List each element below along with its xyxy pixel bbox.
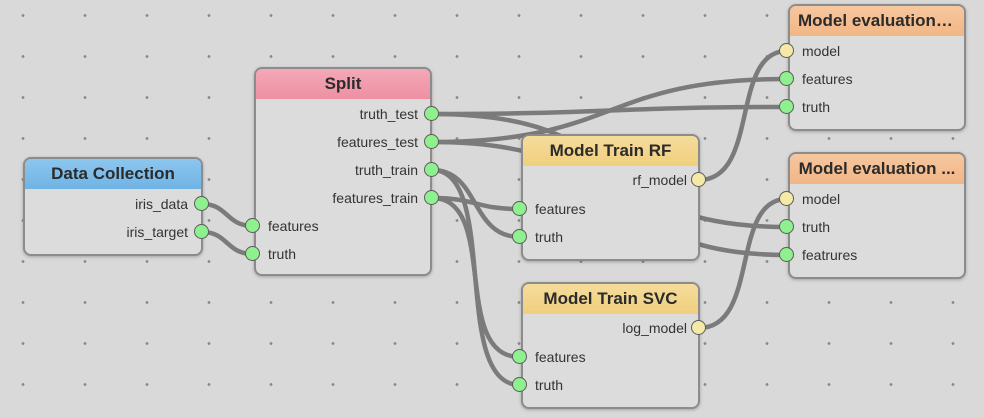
input-port-eval-rf-truth[interactable] [779,99,794,114]
input-port-split-truth[interactable] [245,246,260,261]
output-label-features-test: features_test [337,134,418,150]
node-title-model-evaluation-svc: Model evaluation ... [790,154,964,184]
wire-features-test-to-eval-rf-features[interactable] [429,76,790,145]
input-port-eval-svc-model[interactable] [779,191,794,206]
input-label-eval-svc-truth: truth [802,219,831,235]
node-model-train-svc[interactable]: Model Train SVC [521,282,700,409]
node-model-evaluation-rf[interactable]: Model evaluation RF [788,4,966,131]
output-port-features-train[interactable] [424,190,439,205]
output-port-iris-data[interactable] [194,196,209,211]
input-port-eval-rf-features[interactable] [779,71,794,86]
input-port-eval-svc-featrures[interactable] [779,247,794,262]
input-label-split-features: features [268,218,319,234]
input-port-eval-rf-model[interactable] [779,43,794,58]
node-title-split: Split [256,69,430,99]
input-label-eval-svc-featrures: featrures [802,247,858,263]
input-port-svc-features[interactable] [512,349,527,364]
node-title-model-evaluation-rf: Model evaluation RF [790,6,964,36]
input-label-rf-truth: truth [535,229,564,245]
output-port-truth-test[interactable] [424,106,439,121]
input-port-eval-svc-truth[interactable] [779,219,794,234]
wire-rf-model-to-eval-rf-model[interactable] [696,48,790,183]
output-label-iris-data: iris_data [135,196,188,212]
node-model-train-rf[interactable]: Model Train RF [521,134,700,261]
input-label-eval-rf-truth: truth [802,99,831,115]
input-label-eval-svc-model: model [802,191,841,207]
node-title-data-collection: Data Collection [25,159,201,189]
input-label-eval-rf-features: features [802,71,853,87]
node-data-collection[interactable]: Data Collection [23,157,203,256]
input-label-svc-features: features [535,349,586,365]
node-model-evaluation-svc[interactable]: Model evaluation ... [788,152,966,279]
wire-log-model-to-eval-svc-model[interactable] [696,196,790,331]
node-title-model-train-svc: Model Train SVC [523,284,698,314]
output-port-log-model[interactable] [691,320,706,335]
input-port-rf-truth[interactable] [512,229,527,244]
output-port-iris-target[interactable] [194,224,209,239]
output-port-truth-train[interactable] [424,162,439,177]
node-title-model-train-rf: Model Train RF [523,136,698,166]
output-port-features-test[interactable] [424,134,439,149]
output-label-truth-train: truth_train [354,162,418,178]
output-port-rf-model[interactable] [691,172,706,187]
output-label-features-train: features_train [332,190,418,206]
input-port-rf-features[interactable] [512,201,527,216]
output-label-truth-test: truth_test [359,106,418,122]
wire-features-train-to-svc-features[interactable] [429,195,523,360]
output-label-iris-target: iris_target [126,224,188,240]
input-label-split-truth: truth [268,246,297,262]
input-port-split-features[interactable] [245,218,260,233]
output-label-log-model: log_model [622,320,687,336]
input-label-svc-truth: truth [535,377,564,393]
input-label-rf-features: features [535,201,586,217]
input-label-eval-rf-model: model [802,43,841,59]
output-label-rf-model: rf_model [632,172,687,188]
input-port-svc-truth[interactable] [512,377,527,392]
